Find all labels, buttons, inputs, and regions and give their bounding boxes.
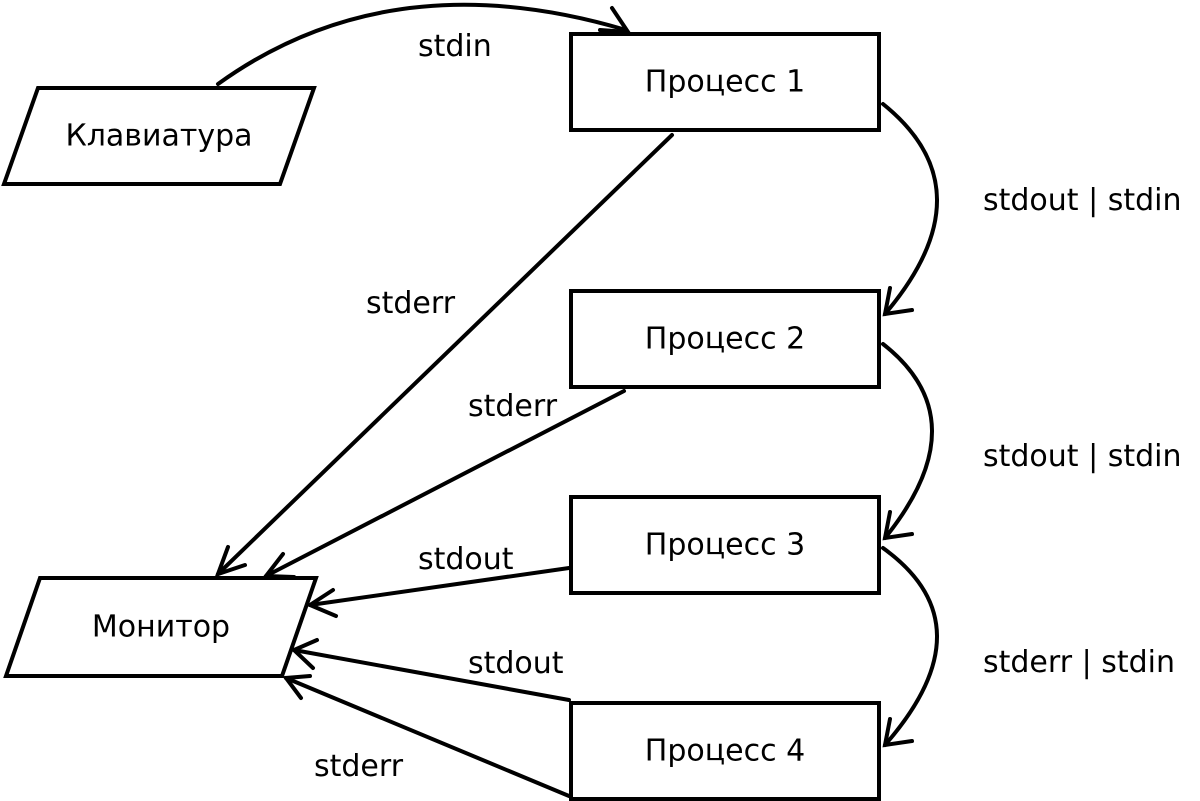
monitor-node: Монитор (3, 576, 319, 678)
edge-label-p4-stdout: stdout (468, 646, 564, 681)
edge-label-p1-stderr: stderr (366, 286, 456, 321)
process-4-node: Процесс 4 (569, 701, 881, 801)
process-3-label: Процесс 3 (645, 528, 805, 563)
edge-label-p3-stdout: stdout (418, 542, 514, 577)
edge-process-3-to-process-4: stderr | stdin (881, 546, 1175, 748)
edge-label-p2-p3: stdout | stdin (983, 439, 1182, 474)
process-4-label: Процесс 4 (645, 734, 805, 769)
edge-label-p3-p4: stderr | stdin (983, 645, 1175, 680)
edge-process-4-stdout-to-monitor: stdout (290, 638, 571, 702)
keyboard-label: Клавиатура (65, 119, 252, 154)
monitor-label: Монитор (92, 610, 230, 645)
edge-process-3-to-monitor: stdout (305, 542, 571, 618)
edge-process-1-to-monitor: stderr (214, 133, 674, 578)
edge-process-2-to-monitor: stderr (262, 389, 626, 579)
process-2-node: Процесс 2 (569, 289, 881, 389)
keyboard-node: Клавиатура (1, 86, 317, 186)
edge-process-1-to-process-2: stdout | stdin (881, 102, 1182, 317)
edge-keyboard-to-process-1: stdin (216, 2, 632, 86)
process-3-node: Процесс 3 (569, 495, 881, 595)
edge-label-stdin: stdin (418, 29, 492, 64)
edge-label-p1-p2: stdout | stdin (983, 183, 1182, 218)
edge-label-p4-stderr: stderr (314, 749, 404, 784)
process-2-label: Процесс 2 (645, 322, 805, 357)
process-1-node: Процесс 1 (569, 32, 881, 132)
edge-process-4-stderr-to-monitor: stderr (282, 674, 571, 798)
process-1-label: Процесс 1 (645, 65, 805, 100)
edge-label-p2-stderr: stderr (468, 389, 558, 424)
edge-process-2-to-process-3: stdout | stdin (881, 342, 1182, 541)
